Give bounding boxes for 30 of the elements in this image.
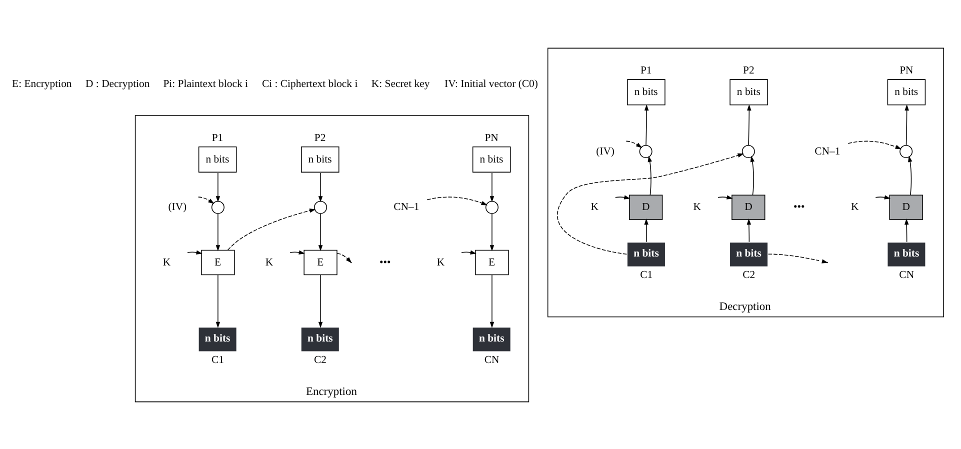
node-label: C2 [314, 353, 327, 366]
label: E: Encryption [12, 77, 72, 90]
node-label: C2 [742, 268, 756, 280]
label: ••• [794, 200, 805, 213]
node-text: K [436, 256, 445, 268]
node-text: K [850, 200, 859, 213]
label: K: Secret key [371, 77, 430, 90]
node-label: P1 [640, 64, 652, 76]
label: IV: Initial vector (C0) [444, 77, 538, 90]
node-label: PN [484, 131, 498, 144]
node-text: K [693, 200, 702, 213]
label: Pi: Plaintext block i [163, 77, 248, 90]
node-text: (IV) [596, 144, 615, 157]
node-text: CN–1 [394, 200, 420, 213]
node-label: CN [484, 353, 500, 366]
label: Ci : Ciphertext block i [262, 77, 358, 90]
node-text: K [162, 256, 171, 268]
node-label: C1 [640, 268, 653, 280]
node-text: CN–1 [814, 144, 840, 157]
label: ••• [379, 256, 391, 268]
node-label: C1 [211, 353, 224, 366]
node-label: P2 [314, 131, 326, 144]
node-label: P1 [212, 131, 224, 144]
node-text: K [265, 256, 274, 268]
node-text: (IV) [168, 200, 187, 213]
label: D : Decryption [86, 77, 150, 90]
node-label: P2 [743, 64, 754, 76]
node-label: CN [899, 268, 914, 280]
node-text: K [590, 200, 598, 213]
node-label: PN [900, 64, 914, 76]
